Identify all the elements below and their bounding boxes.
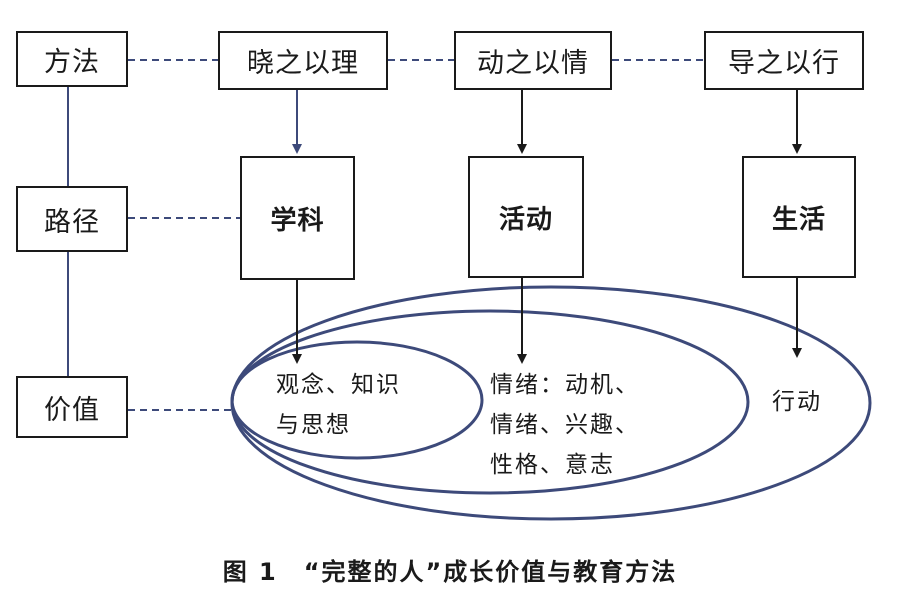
method-label-2: 动之以情 [477, 48, 589, 79]
figure-caption: 图 1 “完整的人”成长价值与教育方法 [0, 552, 900, 587]
path-box-life: 生活 [742, 156, 856, 278]
label-path-box: 路径 [16, 186, 128, 252]
path-label-life: 生活 [771, 204, 826, 235]
value-middle-line-2: 情绪、兴趣、 [490, 412, 640, 438]
value-inner-line-1: 观念、知识 [276, 372, 401, 398]
method-box-1: 晓之以理 [218, 31, 388, 90]
figure-title: “完整的人”成长价值与教育方法 [303, 558, 678, 586]
path-box-activity: 活动 [468, 156, 584, 278]
path-label-activity: 活动 [498, 204, 553, 235]
value-middle-line-3: 性格、意志 [490, 452, 615, 478]
path-label-subject: 学科 [270, 205, 325, 236]
label-method: 方法 [44, 46, 100, 78]
label-method-box: 方法 [16, 31, 128, 87]
label-value: 价值 [44, 394, 100, 426]
method-box-3: 导之以行 [704, 31, 864, 90]
label-path: 路径 [44, 206, 100, 238]
value-inner-line-2: 与思想 [276, 412, 351, 438]
path-box-subject: 学科 [240, 156, 355, 280]
value-middle-line-1: 情绪：动机、 [490, 372, 640, 398]
label-value-box: 价值 [16, 376, 128, 438]
method-label-3: 导之以行 [728, 48, 840, 79]
method-label-1: 晓之以理 [247, 48, 359, 79]
method-box-2: 动之以情 [454, 31, 612, 90]
ellipse-inner [230, 340, 484, 460]
figure-number: 图 1 [222, 558, 278, 586]
value-outer-line-1: 行动 [772, 389, 822, 415]
